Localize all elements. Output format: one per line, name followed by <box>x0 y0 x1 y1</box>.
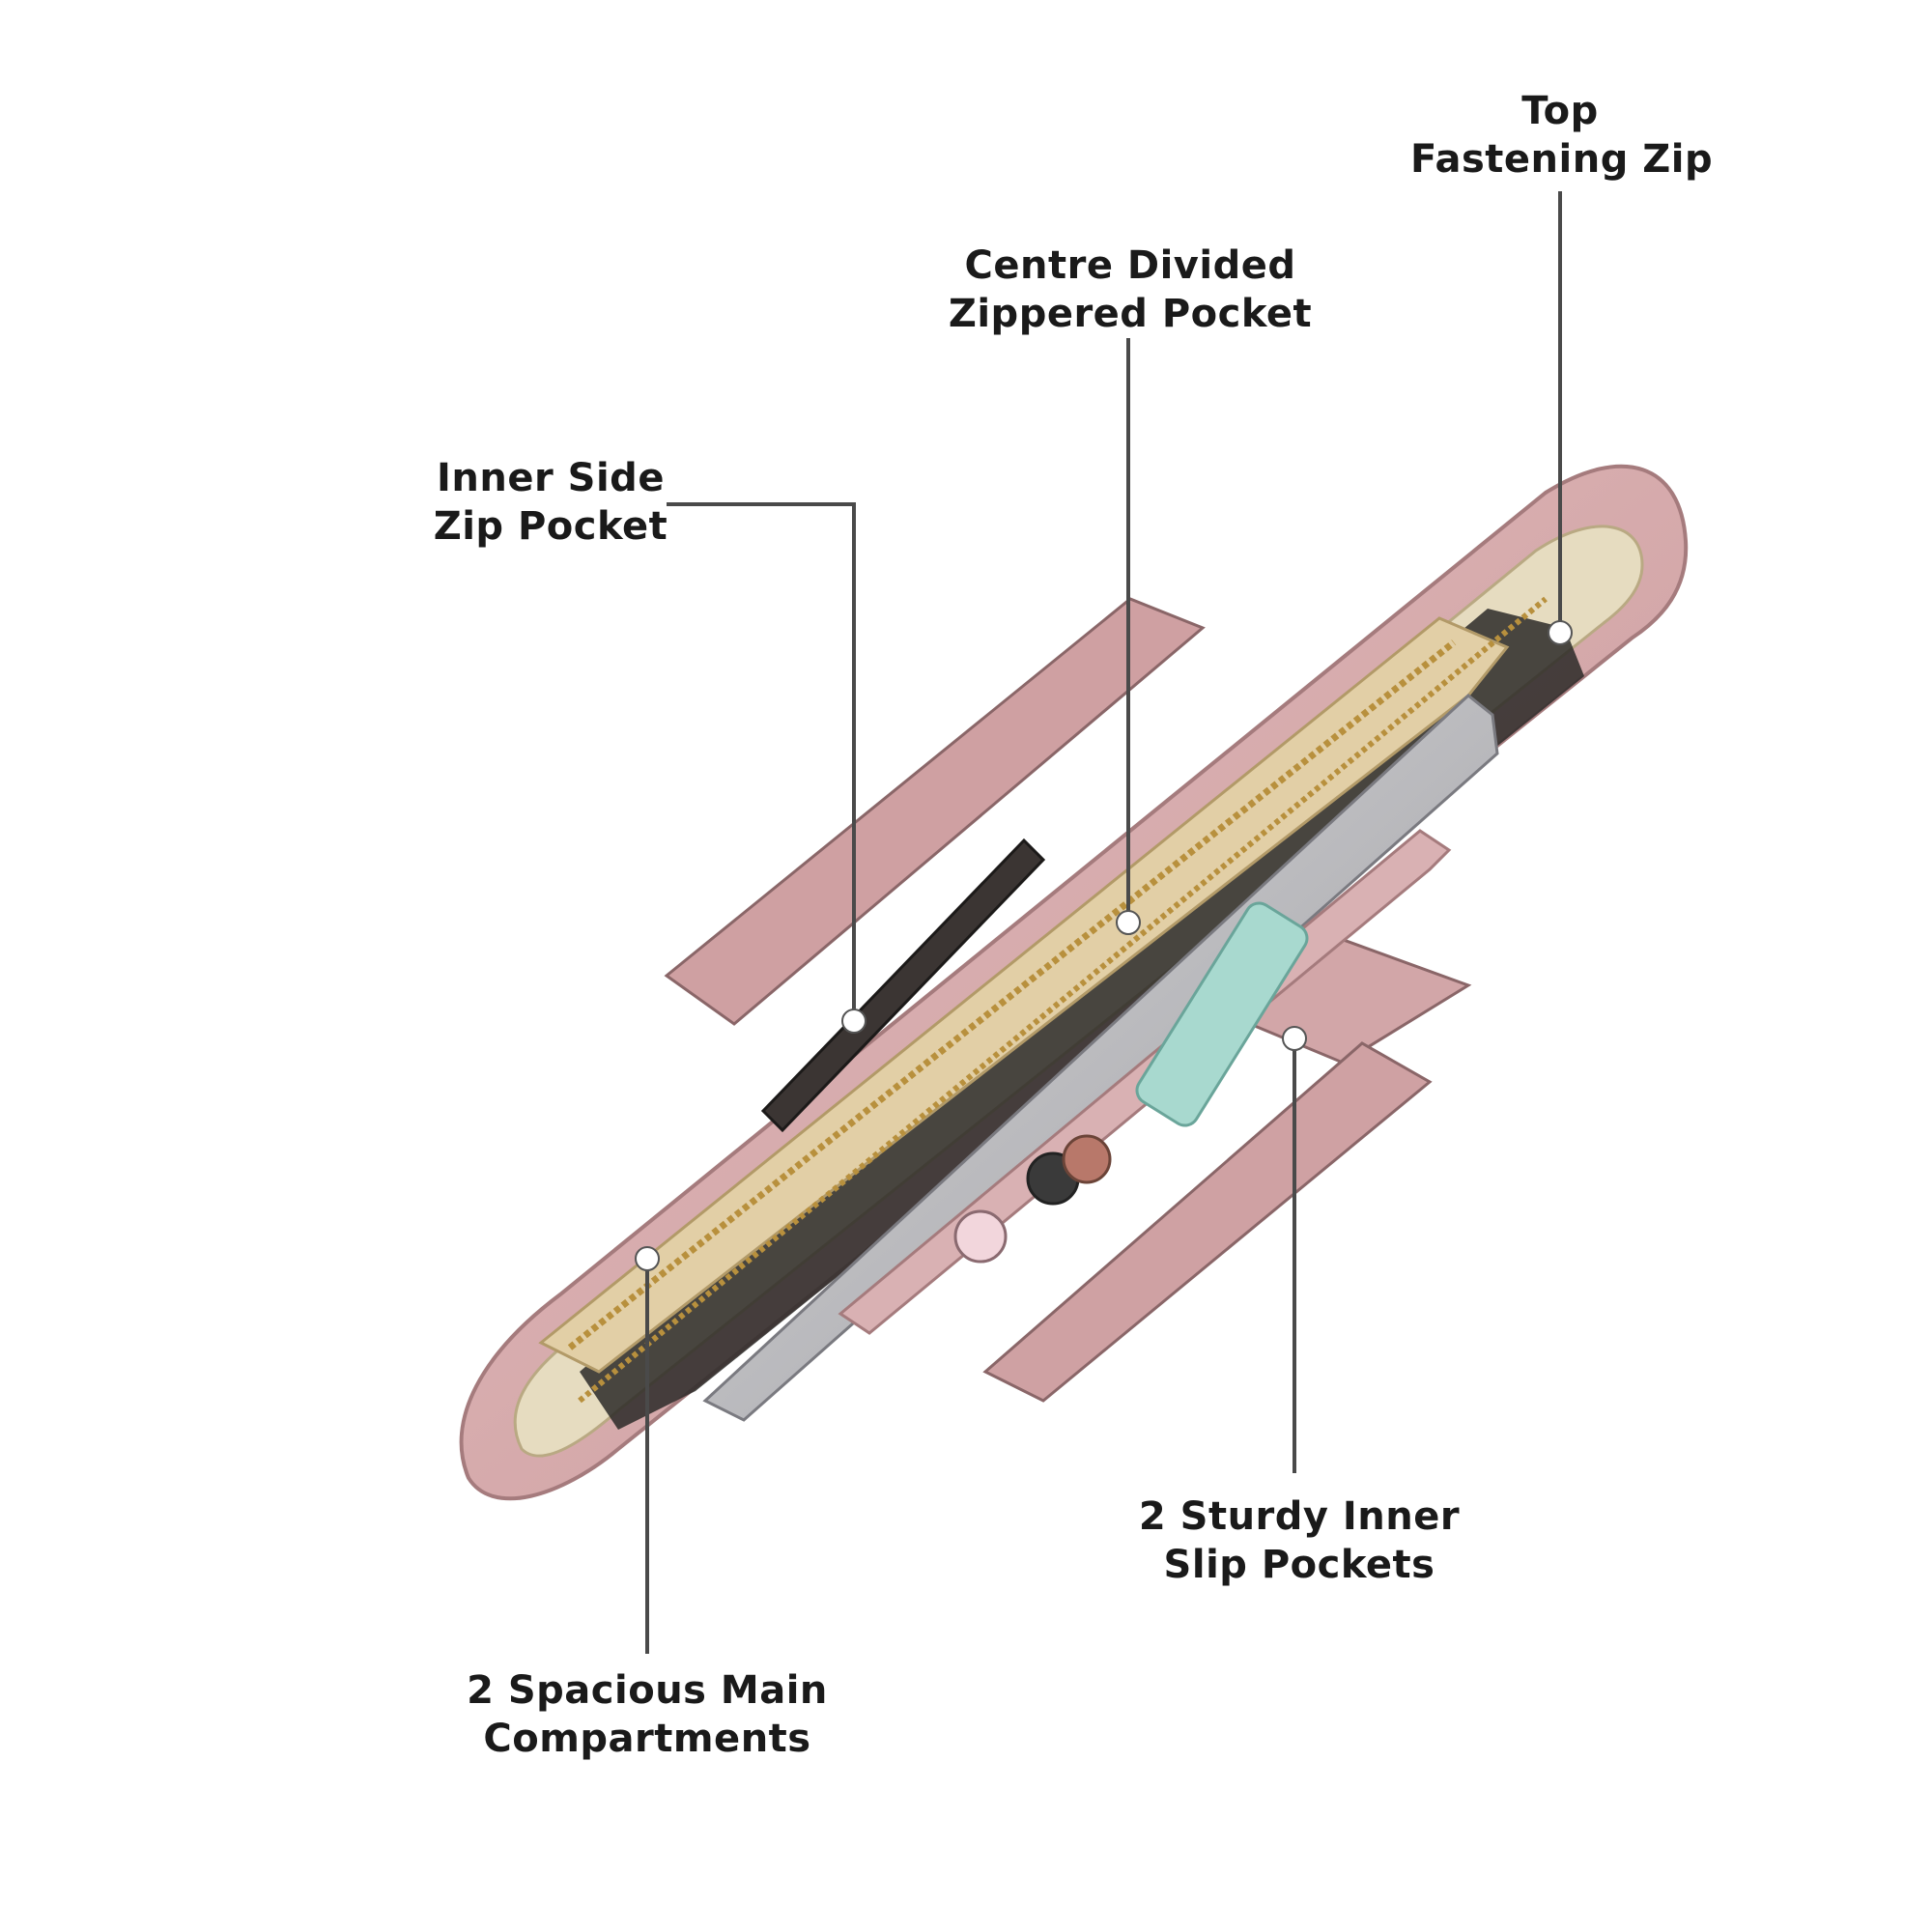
lipstick-3 <box>1062 1134 1112 1184</box>
marker-slip-pockets <box>1282 1026 1307 1051</box>
centre-pocket-panel <box>538 616 1510 1374</box>
leader-lines <box>645 191 1562 1654</box>
inner-side-pocket <box>760 838 1046 1133</box>
leader-inner-side-pocket <box>667 502 856 1021</box>
front-handle <box>982 1041 1433 1403</box>
callout-centre-divided-pocket: Centre Divided Zippered Pocket <box>942 242 1319 338</box>
callout-centre-divided-pocket-line2: Zippered Pocket <box>948 292 1313 336</box>
callout-inner-side-zip-pocket-line2: Zip Pocket <box>433 504 668 549</box>
callout-inner-side-zip-pocket: Inner Side Zip Pocket <box>430 454 671 551</box>
marker-top-zip <box>1548 620 1573 645</box>
callout-top-fastening-zip-line1: Top <box>1521 89 1599 133</box>
inner-cavity <box>580 609 1584 1430</box>
marker-inner-side-pocket <box>841 1009 867 1034</box>
marker-main-compartments <box>635 1246 660 1271</box>
back-handle <box>664 597 1206 1026</box>
callout-top-fastening-zip-line2: Fastening Zip <box>1410 137 1714 182</box>
laptop <box>702 694 1499 1422</box>
top-zip <box>578 596 1548 1404</box>
callout-inner-side-zip-pocket-line1: Inner Side <box>437 456 665 500</box>
callout-spacious-main-compartments: 2 Spacious Main Compartments <box>464 1666 831 1763</box>
callout-sturdy-inner-slip-pockets: 2 Sturdy Inner Slip Pockets <box>1135 1492 1463 1589</box>
callout-top-fastening-zip: Top Fastening Zip <box>1410 87 1714 184</box>
centre-pocket-zipper <box>567 639 1457 1350</box>
callout-sturdy-inner-slip-pockets-line1: 2 Sturdy Inner <box>1138 1494 1461 1539</box>
callout-centre-divided-pocket-line1: Centre Divided <box>964 243 1296 288</box>
phone <box>1135 901 1309 1127</box>
lipstick-1 <box>953 1209 1008 1264</box>
callout-spacious-main-compartments-line2: Compartments <box>483 1717 811 1761</box>
callout-sturdy-inner-slip-pockets-line2: Slip Pockets <box>1163 1543 1435 1587</box>
marker-dots <box>635 620 1573 1271</box>
marker-centre-pocket <box>1116 910 1141 935</box>
callout-spacious-main-compartments-line1: 2 Spacious Main <box>467 1668 828 1713</box>
